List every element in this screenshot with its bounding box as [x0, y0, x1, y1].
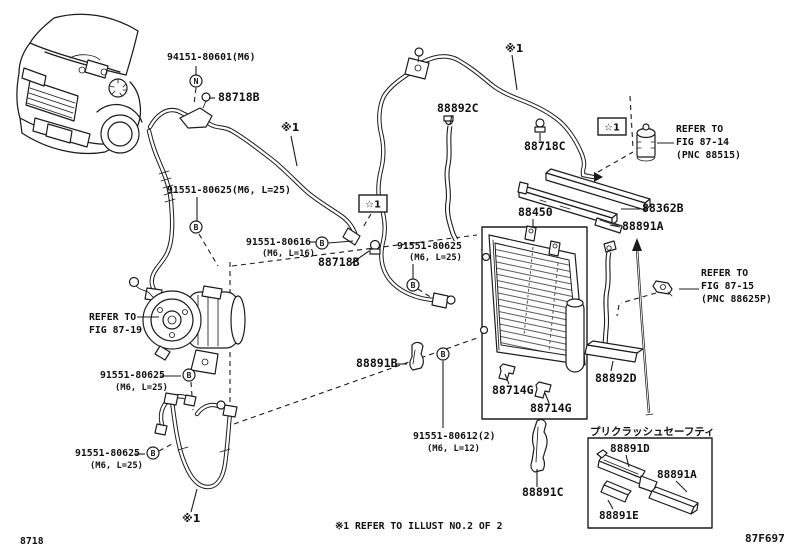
asterisk1-mark: ※1 [281, 121, 299, 134]
label-91551-80625-d-size: (M6, L=25) [90, 461, 143, 471]
label-91551-80612-size: (M6, L=12) [427, 444, 480, 454]
measuring-rod [632, 238, 654, 416]
label-88891C: 88891C [522, 485, 564, 499]
precrash-safety-box [587, 437, 713, 529]
label-88891E: 88891E [599, 509, 639, 522]
bolt-marker: B [187, 371, 192, 380]
construction-lines [158, 87, 657, 452]
pipe-clip-88718B-b [369, 239, 381, 255]
discharge-pipe [418, 54, 603, 182]
label-88450: 88450 [518, 205, 553, 219]
label-88891D: 88891D [610, 442, 650, 455]
expansion-valve-88515 [636, 123, 656, 162]
cushion-88891A-b [648, 486, 699, 515]
leader-lines [134, 54, 699, 513]
label-88718B-b: 88718B [318, 255, 360, 269]
bolt-marker: B [151, 449, 156, 458]
cushion-88891A-a [594, 217, 623, 234]
stay-88892C [443, 115, 459, 242]
lower-u-hose [163, 392, 238, 490]
callout-labels: 94151-80601(M6) 88718B ※1 91551-80625(M6… [75, 42, 772, 525]
label-91551-80625-c: 91551-80625 [100, 370, 165, 381]
ref-fig-87-15-line1: REFER TO [701, 268, 748, 279]
condenser-packing-88714G-b [534, 381, 552, 399]
label-88714G-b: 88714G [530, 401, 572, 415]
bracket-88891D [596, 449, 658, 493]
label-91551-80625-d: 91551-80625 [75, 448, 140, 459]
stay-88892D [584, 240, 644, 363]
bolt-marker: B [320, 239, 325, 248]
precrash-safety-title: プリクラッシュセーフティ [590, 425, 715, 438]
clip-88625P [652, 280, 673, 297]
footer: 8718 ※1 REFER TO ILLUST NO.2 OF 2 87F697 [20, 521, 785, 547]
pipe-joint-clamp [404, 47, 430, 80]
bolt-marker: B [194, 223, 199, 232]
label-91551-80625-c-size: (M6, L=25) [115, 383, 168, 393]
label-91551-80616-size: (M6, L=16) [262, 249, 315, 259]
suction-hose [128, 128, 176, 304]
ref-fig-87-14-line3: (PNC 88515) [676, 150, 741, 161]
ref-fig-87-19-line1: REFER TO [89, 312, 136, 323]
label-88718C: 88718C [524, 139, 566, 153]
clip-88718C [534, 118, 546, 133]
asterisk1-mark: ※1 [505, 42, 523, 55]
label-94151-80601: 94151-80601(M6) [167, 52, 255, 63]
figure-number: 8718 [20, 536, 44, 547]
nut-marker: N [194, 77, 199, 86]
condenser-assembly [479, 225, 588, 420]
ref-fig-87-14-line1: REFER TO [676, 124, 723, 135]
label-88718B-a: 88718B [218, 90, 260, 104]
star1-box-label: ☆1 [365, 200, 381, 211]
label-88892C: 88892C [437, 101, 479, 115]
label-91551-80625-b-size: (M6, L=25) [409, 253, 462, 263]
right-side-parts [443, 115, 673, 416]
label-91551-80616: 91551-80616 [246, 237, 311, 248]
pipe-clamp-88718B-a [179, 92, 213, 129]
label-91551-80625-a: 91551-80625(M6, L=25) [167, 185, 291, 196]
compressor [142, 285, 246, 375]
vehicle-sketch [16, 13, 143, 155]
label-88892D: 88892D [595, 371, 637, 385]
bracket-88891C [530, 418, 548, 473]
liquid-pipe [147, 107, 361, 246]
bolt-marker: B [411, 281, 416, 290]
ref-fig-87-15-line3: (PNC 88625P) [701, 294, 772, 305]
bracket-88891E [600, 480, 632, 503]
asterisk1-mark: ※1 [182, 512, 200, 525]
ref-fig-87-14-line2: FIG 87-14 [676, 137, 729, 148]
rail-88362B [545, 168, 651, 211]
drawing-code: 87F697 [745, 532, 785, 545]
label-88714G-a: 88714G [492, 383, 534, 397]
label-88891A-b: 88891A [657, 468, 697, 481]
rail-88450 [517, 181, 618, 226]
ref-fig-87-15-line2: FIG 87-15 [701, 281, 754, 292]
label-88891A-a: 88891A [622, 219, 664, 233]
bracket-88891B [409, 341, 424, 371]
ref-fig-87-19-line2: FIG 87-19 [89, 325, 142, 336]
star1-box-label: ☆1 [604, 123, 620, 134]
bolt-marker: B [441, 350, 446, 359]
fastener-markers: N B B B B B B ☆1 ☆1 [146, 74, 627, 460]
label-88891B: 88891B [356, 356, 398, 370]
label-88362B: 88362B [642, 201, 684, 215]
footnote: ※1 REFER TO ILLUST NO.2 OF 2 [335, 521, 503, 532]
label-91551-80612: 91551-80612(2) [413, 431, 496, 442]
label-91551-80625-b: 91551-80625 [397, 241, 462, 252]
